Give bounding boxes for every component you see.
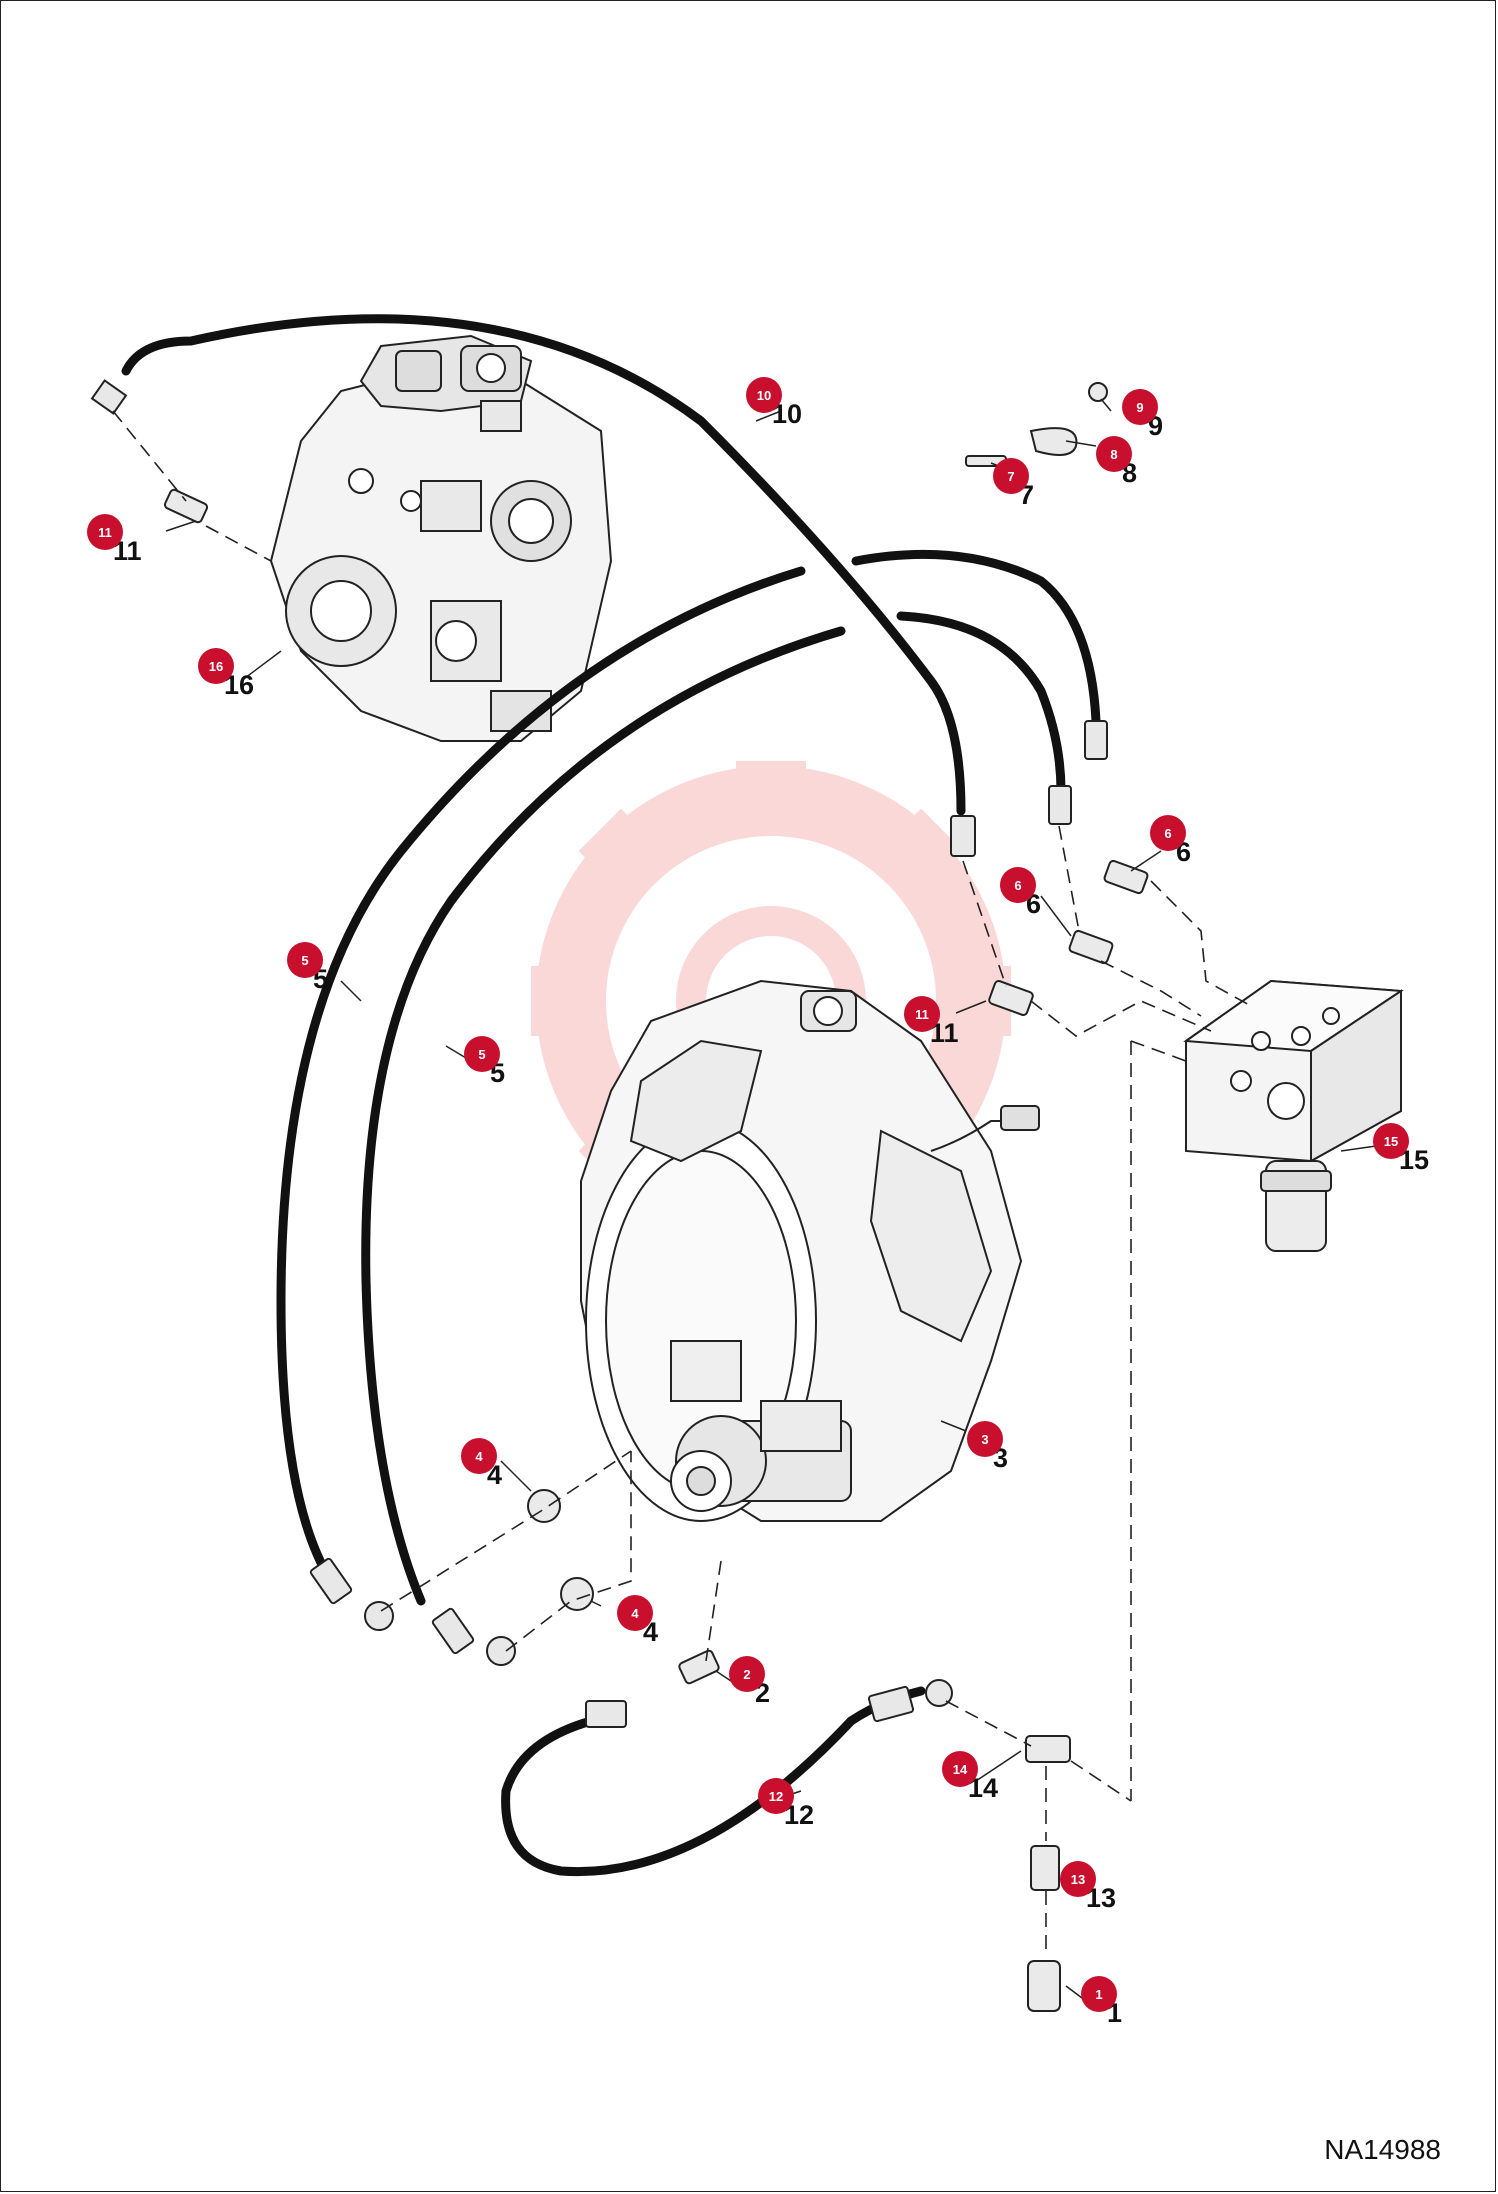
- callout-badge: [464, 1036, 500, 1072]
- callout-badge: [461, 1438, 497, 1474]
- clamp-8: [1029, 427, 1078, 456]
- fitting-14: [1025, 1735, 1071, 1763]
- hose-10: [121, 314, 966, 816]
- hose-upper-right-a: [851, 549, 1101, 726]
- callout-number: 12: [769, 1789, 783, 1804]
- callout-badge: [758, 1778, 794, 1814]
- callout-6: 66: [1150, 815, 1191, 867]
- callout-7: 77: [993, 458, 1034, 510]
- callout-badge: [942, 1751, 978, 1787]
- callout-number: 14: [953, 1762, 968, 1777]
- callout-badge: [1150, 815, 1186, 851]
- callout-number: 1: [1095, 1987, 1102, 2002]
- hose-upper-right-b: [896, 611, 1066, 796]
- callout-number: 8: [1110, 447, 1117, 462]
- callout-5: 55: [464, 1036, 505, 1088]
- callout-badge: [87, 514, 123, 550]
- callout-2: 22: [729, 1656, 770, 1708]
- callout-number: 4: [475, 1449, 483, 1464]
- callout-number: 5: [301, 953, 308, 968]
- callout-number: 16: [209, 659, 223, 674]
- callout-number: 2: [743, 1667, 750, 1682]
- adapter-fittings: [163, 382, 1149, 2012]
- callout-9: 99: [1122, 389, 1163, 441]
- callout-number: 11: [98, 525, 112, 540]
- callout-badge: [198, 648, 234, 684]
- callout-badge: [1096, 436, 1132, 472]
- hose-5-inner: [361, 626, 846, 1606]
- callout-badge: [287, 942, 323, 978]
- assembly-lines: [112, 410, 1252, 1956]
- hose-fittings: [90, 379, 1108, 1728]
- nut-9: [1088, 382, 1108, 402]
- fitting-2: [678, 1649, 720, 1685]
- fitting-6-right: [1103, 859, 1149, 895]
- callout-3: 33: [967, 1421, 1008, 1473]
- valve-block: [1183, 979, 1404, 1252]
- fitting-1: [1027, 1960, 1061, 2012]
- fitting-11-upper-left: [163, 488, 209, 524]
- fitting-11-center: [988, 980, 1034, 1016]
- callout-1: 11: [1081, 1976, 1122, 2028]
- callout-badge: [617, 1595, 653, 1631]
- callout-number: 15: [1384, 1134, 1398, 1149]
- callout-5: 55: [287, 942, 328, 994]
- hose-5-outer: [276, 566, 806, 1586]
- callout-number: 7: [1007, 469, 1014, 484]
- callout-number: 3: [981, 1432, 988, 1447]
- callout-badge: [993, 458, 1029, 494]
- callout-number: 6: [1164, 826, 1171, 841]
- callout-badge: [1373, 1123, 1409, 1159]
- fitting-6-left: [1068, 929, 1114, 965]
- travel-motor: [580, 979, 1040, 1522]
- callout-badge: [904, 996, 940, 1032]
- callout-number: 11: [915, 1007, 929, 1022]
- hydrostatic-pump: [269, 334, 613, 742]
- callout-number: 4: [631, 1606, 639, 1621]
- callout-badge: [729, 1656, 765, 1692]
- fitting-13: [1030, 1845, 1060, 1891]
- callout-8: 88: [1096, 436, 1137, 488]
- callout-badge: [1060, 1861, 1096, 1897]
- hose-12: [501, 1686, 926, 1877]
- callout-number: 9: [1136, 400, 1143, 415]
- callout-4: 44: [461, 1438, 502, 1490]
- callout-badge: [1122, 389, 1158, 425]
- callout-badge: [967, 1421, 1003, 1457]
- fitting-4-upper: [527, 1489, 561, 1523]
- callout-number: 5: [478, 1047, 485, 1062]
- callout-6: 66: [1000, 867, 1041, 919]
- figure-id: NA14988: [1324, 2134, 1441, 2165]
- callout-4: 44: [617, 1595, 658, 1647]
- callout-badge: [1081, 1976, 1117, 2012]
- callout-badge: [746, 377, 782, 413]
- callout-number: 10: [757, 388, 771, 403]
- callout-badge: [1000, 867, 1036, 903]
- callout-number: 13: [1071, 1872, 1085, 1887]
- hoses: [121, 314, 1101, 1877]
- callout-number: 6: [1014, 878, 1021, 893]
